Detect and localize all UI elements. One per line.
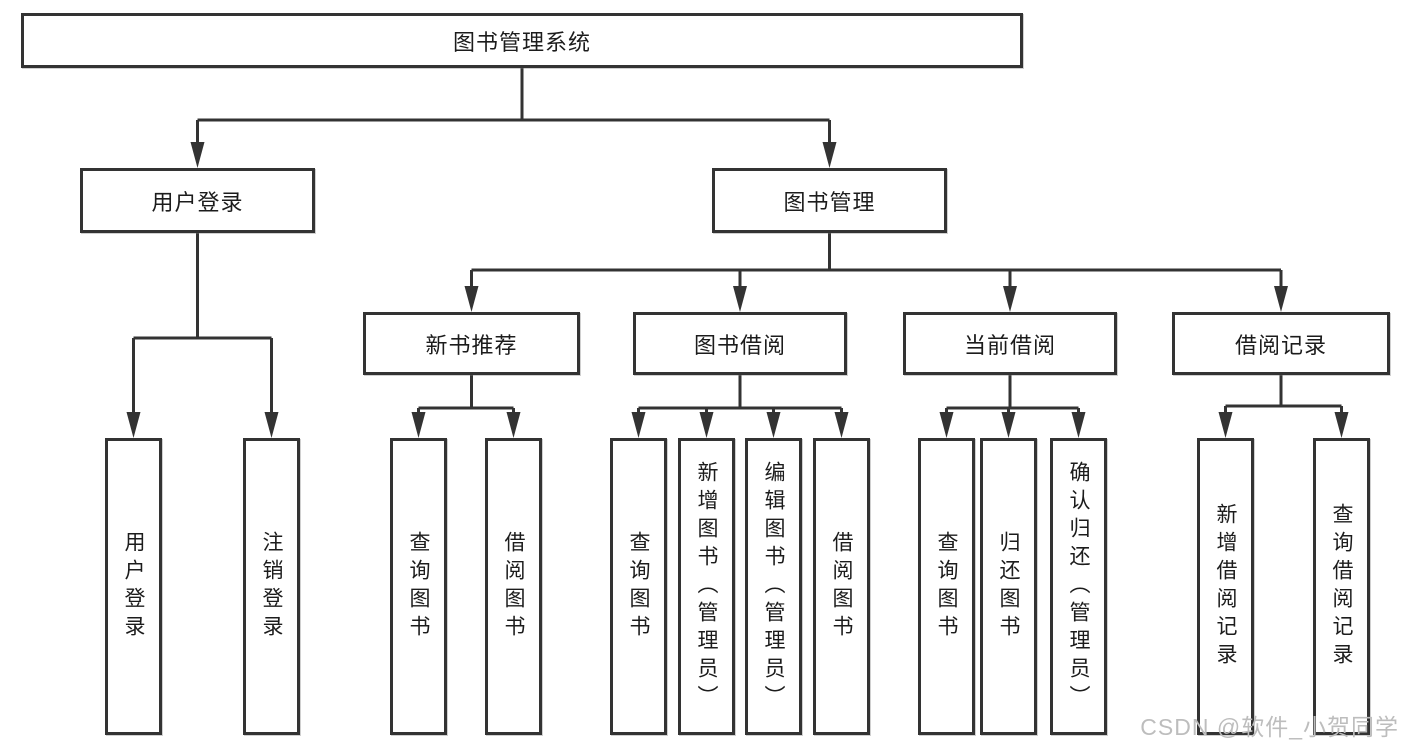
leaf-borrow-books-borrow-label: 借阅图书: [830, 530, 853, 643]
leaf-user-login: 用户登录: [105, 438, 162, 735]
leaf-query-books-borrow: 查询图书: [610, 438, 667, 735]
node-root-label: 图书管理系统: [452, 29, 591, 55]
leaf-user-login-label: 用户登录: [122, 530, 145, 643]
leaf-confirm-return-admin: 确认归还（管理员）: [1050, 438, 1107, 735]
leaf-add-borrow-record-label: 新增借阅记录: [1214, 502, 1237, 671]
leaf-query-books-recommend: 查询图书: [390, 438, 447, 735]
node-book-borrow: 图书借阅: [633, 312, 847, 375]
node-new-book-recommend: 新书推荐: [363, 312, 580, 375]
watermark-text: CSDN @软件_小贺同学: [1140, 714, 1399, 740]
arrowheads: [126, 142, 1349, 438]
node-root: 图书管理系统: [21, 13, 1023, 68]
node-current-borrow-label: 当前借阅: [963, 332, 1056, 358]
node-book-management: 图书管理: [712, 168, 947, 233]
leaf-add-borrow-record: 新增借阅记录: [1197, 438, 1254, 735]
leaf-borrow-books-recommend: 借阅图书: [485, 438, 542, 735]
leaf-logout-label: 注销登录: [260, 530, 283, 643]
leaf-confirm-return-admin-label: 确认归还（管理员）: [1067, 460, 1090, 713]
leaf-logout: 注销登录: [243, 438, 300, 735]
node-current-borrow: 当前借阅: [903, 312, 1117, 375]
leaf-borrow-books-recommend-label: 借阅图书: [502, 530, 525, 643]
leaf-edit-book-admin-label: 编辑图书（管理员）: [762, 460, 785, 713]
leaf-return-book: 归还图书: [980, 438, 1037, 735]
leaf-query-books-recommend-label: 查询图书: [407, 530, 430, 643]
node-book-management-label: 图书管理: [783, 189, 876, 215]
leaf-return-book-label: 归还图书: [997, 530, 1020, 643]
leaf-query-borrow-record: 查询借阅记录: [1313, 438, 1370, 735]
node-user-login-label: 用户登录: [151, 189, 244, 215]
leaf-query-books-current-label: 查询图书: [935, 530, 958, 643]
leaf-add-book-admin: 新增图书（管理员）: [678, 438, 735, 735]
node-borrow-records: 借阅记录: [1172, 312, 1390, 375]
leaf-query-books-borrow-label: 查询图书: [627, 530, 650, 643]
node-borrow-records-label: 借阅记录: [1234, 332, 1327, 358]
leaf-query-books-current: 查询图书: [918, 438, 975, 735]
node-book-borrow-label: 图书借阅: [693, 332, 786, 358]
node-new-book-recommend-label: 新书推荐: [425, 332, 518, 358]
leaf-borrow-books-borrow: 借阅图书: [813, 438, 870, 735]
leaf-add-book-admin-label: 新增图书（管理员）: [695, 460, 718, 713]
leaf-edit-book-admin: 编辑图书（管理员）: [745, 438, 802, 735]
leaf-query-borrow-record-label: 查询借阅记录: [1330, 502, 1353, 671]
node-user-login: 用户登录: [80, 168, 315, 233]
